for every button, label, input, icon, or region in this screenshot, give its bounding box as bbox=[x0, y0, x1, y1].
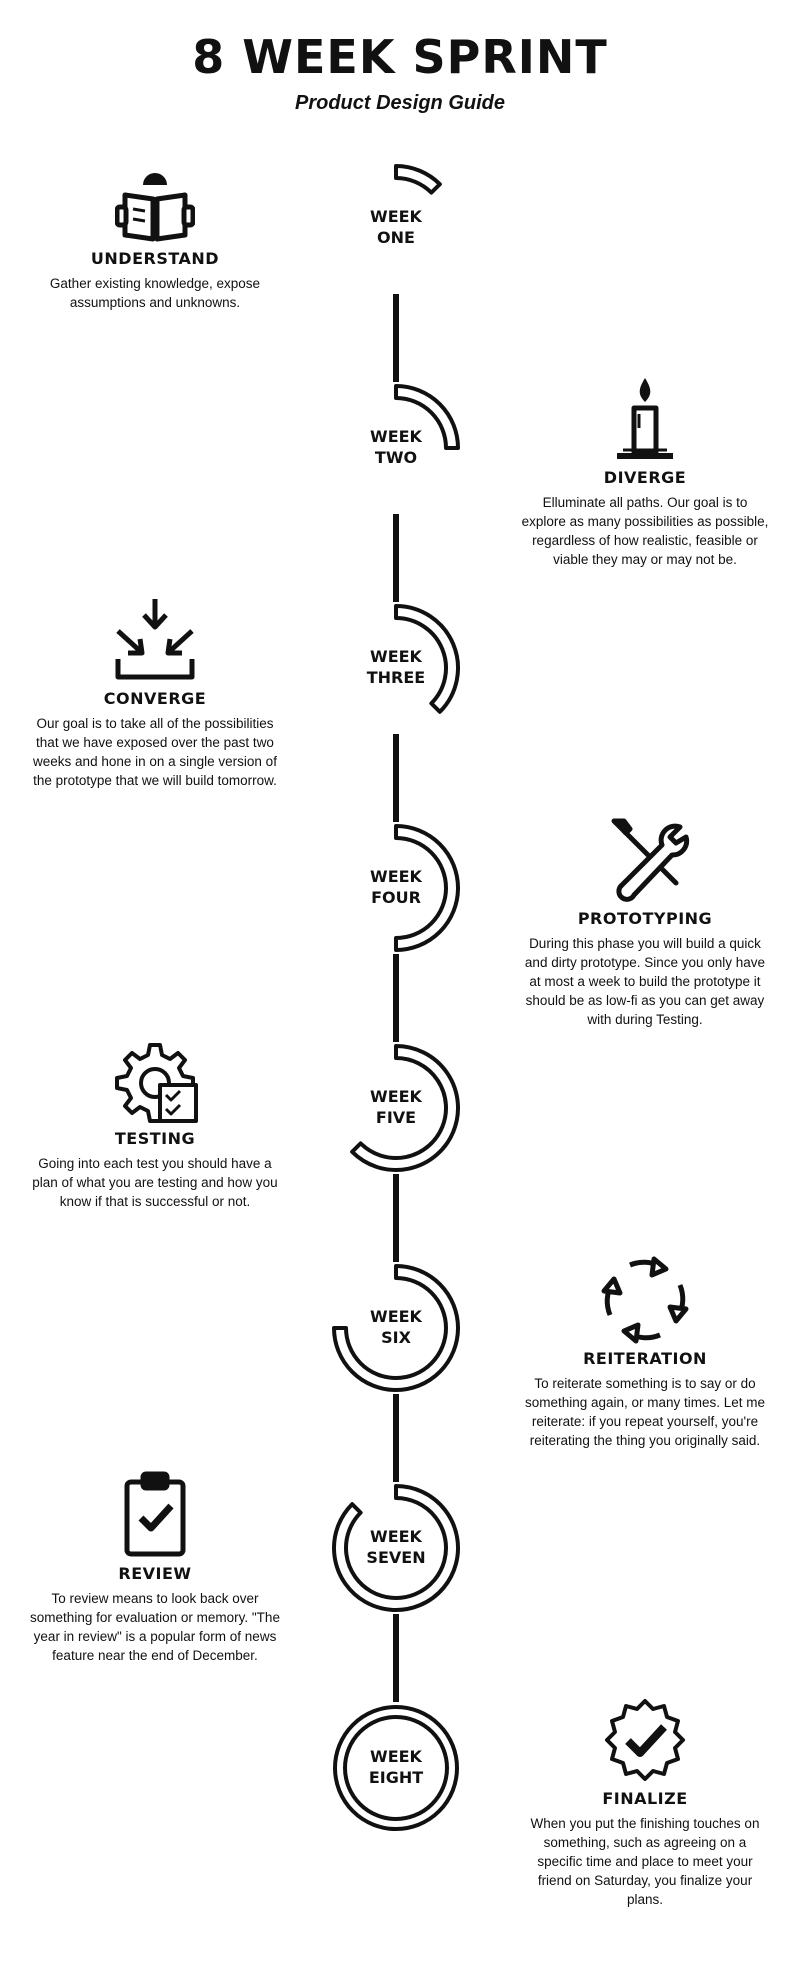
phase-title: REVIEW bbox=[118, 1564, 192, 1583]
phase-description: To review means to look back over someth… bbox=[30, 1591, 280, 1663]
week-number: THREE bbox=[366, 668, 426, 687]
phase-title: DIVERGE bbox=[603, 468, 687, 487]
week-word: WEEK bbox=[370, 207, 422, 226]
phase-description: Going into each test you should have a p… bbox=[32, 1156, 278, 1209]
phase-title: CONVERGE bbox=[103, 689, 207, 708]
week-progress-ring-8 bbox=[333, 1705, 459, 1831]
week-word: WEEK bbox=[370, 647, 422, 666]
week-word: WEEK bbox=[370, 867, 422, 886]
phase-description: Gather existing knowledge, expose assump… bbox=[49, 276, 261, 310]
wrench-screwdriver-icon bbox=[611, 818, 690, 902]
phase-title: UNDERSTAND bbox=[90, 249, 220, 268]
week-label-five: WEEK FIVE bbox=[341, 1086, 451, 1128]
week-label-one: WEEK ONE bbox=[341, 206, 451, 248]
week-label-three: WEEK THREE bbox=[341, 646, 451, 688]
week-progress-ring-6 bbox=[332, 1264, 460, 1392]
badge-check-icon bbox=[605, 1699, 685, 1781]
week-number: ONE bbox=[377, 228, 415, 247]
week-label-seven: WEEK SEVEN bbox=[341, 1526, 451, 1568]
week-word: WEEK bbox=[370, 427, 422, 446]
week-word: WEEK bbox=[370, 1747, 422, 1766]
converge-arrows-icon bbox=[115, 599, 195, 680]
week-label-six: WEEK SIX bbox=[341, 1306, 451, 1348]
week-number: EIGHT bbox=[368, 1768, 424, 1787]
week-label-four: WEEK FOUR bbox=[341, 866, 451, 908]
week-number: SIX bbox=[381, 1328, 411, 1347]
phase-title: TESTING bbox=[114, 1129, 196, 1148]
page-title: 8 WEEK SPRINT bbox=[192, 30, 608, 84]
week-number: FOUR bbox=[371, 888, 421, 907]
week-word: WEEK bbox=[370, 1527, 422, 1546]
phase-description: When you put the finishing touches on so… bbox=[530, 1816, 760, 1907]
cycle-arrows-icon bbox=[601, 1256, 689, 1344]
week-progress-ring-2 bbox=[394, 384, 460, 450]
week-progress-ring-1 bbox=[394, 164, 442, 195]
week-label-two: WEEK TWO bbox=[341, 426, 451, 468]
week-progress-ring-5 bbox=[350, 1044, 460, 1172]
phase-title: REITERATION bbox=[583, 1349, 707, 1368]
phase-title: PROTOTYPING bbox=[577, 909, 713, 928]
clipboard-check-icon bbox=[124, 1471, 186, 1557]
phase-description: During this phase you will build a quick… bbox=[524, 936, 766, 1027]
week-number: FIVE bbox=[375, 1108, 417, 1127]
phase-description: Our goal is to take all of the possibili… bbox=[33, 716, 277, 788]
page-subtitle: Product Design Guide bbox=[294, 92, 506, 114]
phase-title: FINALIZE bbox=[602, 1789, 688, 1808]
phase-reiteration: REITERATION To reiterate something is to… bbox=[520, 1255, 770, 1450]
phase-prototyping: PROTOTYPING During this phase you will b… bbox=[520, 815, 770, 1029]
week-number: SEVEN bbox=[366, 1548, 426, 1567]
phase-review: REVIEW To review means to look back over… bbox=[30, 1470, 280, 1665]
week-word: WEEK bbox=[370, 1087, 422, 1106]
phase-understand: UNDERSTAND Gather existing knowledge, ex… bbox=[30, 155, 280, 312]
gear-checklist-icon bbox=[115, 1043, 198, 1123]
week-progress-ring-7 bbox=[332, 1484, 460, 1612]
phase-converge: CONVERGE Our goal is to take all of the … bbox=[30, 595, 280, 790]
week-word: WEEK bbox=[370, 1307, 422, 1326]
phase-description: To reiterate something is to say or do s… bbox=[524, 1376, 766, 1448]
week-progress-ring-3 bbox=[394, 604, 460, 714]
phase-testing: TESTING Going into each test you should … bbox=[30, 1035, 280, 1211]
phase-description: Elluminate all paths. Our goal is to exp… bbox=[521, 495, 769, 567]
week-label-eight: WEEK EIGHT bbox=[341, 1746, 451, 1788]
candle-icon bbox=[617, 378, 673, 459]
week-progress-ring-4 bbox=[394, 824, 460, 952]
phase-diverge: DIVERGE Elluminate all paths. Our goal i… bbox=[520, 374, 770, 569]
phase-finalize: FINALIZE When you put the finishing touc… bbox=[520, 1695, 770, 1909]
week-number: TWO bbox=[374, 448, 418, 467]
reading-book-icon bbox=[115, 173, 195, 242]
